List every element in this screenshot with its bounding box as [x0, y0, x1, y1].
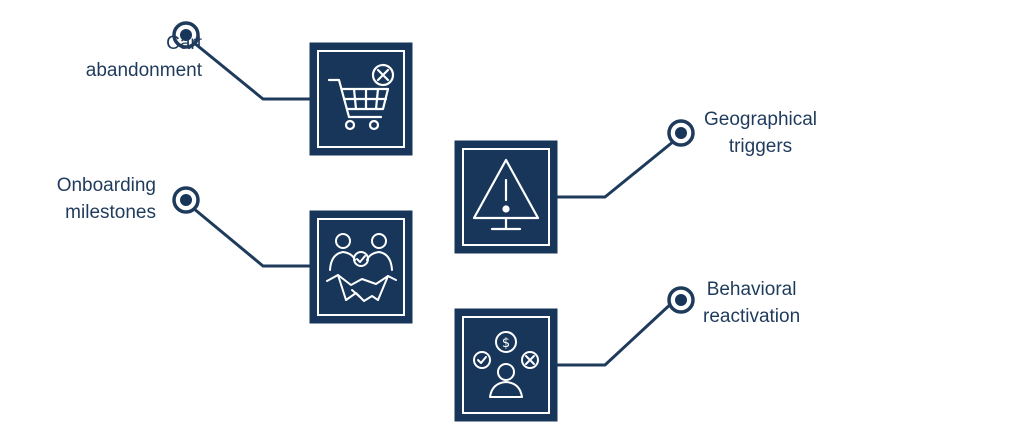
node-onboarding — [172, 186, 200, 214]
node-behavioral — [667, 286, 695, 314]
label-line: abandonment — [85, 60, 202, 81]
icon-box-onboarding — [309, 210, 413, 324]
connector-geo — [556, 139, 676, 199]
node-cart — [172, 21, 200, 49]
handshake-team-icon — [326, 233, 397, 302]
label-onboarding-milestones: Onboarding milestones — [57, 172, 156, 226]
connector-cart — [191, 40, 311, 101]
label-line: reactivation — [703, 306, 801, 327]
label-behavioral-reactivation: Behavioral reactivation — [703, 276, 800, 330]
label-line: milestones — [65, 202, 156, 223]
warning-alert-icon — [472, 158, 540, 231]
icon-box-behavioral: $ — [454, 308, 558, 422]
label-line: triggers — [728, 136, 793, 157]
label-line: Onboarding — [56, 175, 156, 196]
svg-text:$: $ — [502, 336, 510, 351]
label-line: Cart — [166, 33, 202, 54]
label-geographical-triggers: Geographical triggers — [704, 106, 817, 160]
connector-onboarding — [191, 206, 311, 268]
customer-decision-icon: $ — [473, 331, 539, 398]
label-cart-abandonment: Cart abandonment — [86, 30, 202, 84]
node-geo — [667, 119, 695, 147]
icon-box-geo — [454, 140, 558, 254]
connector-behavioral — [556, 299, 676, 367]
label-line: Geographical — [704, 109, 818, 130]
shopping-cart-remove-icon — [327, 63, 395, 131]
label-line: Behavioral — [706, 279, 797, 300]
icon-box-cart — [309, 42, 413, 156]
